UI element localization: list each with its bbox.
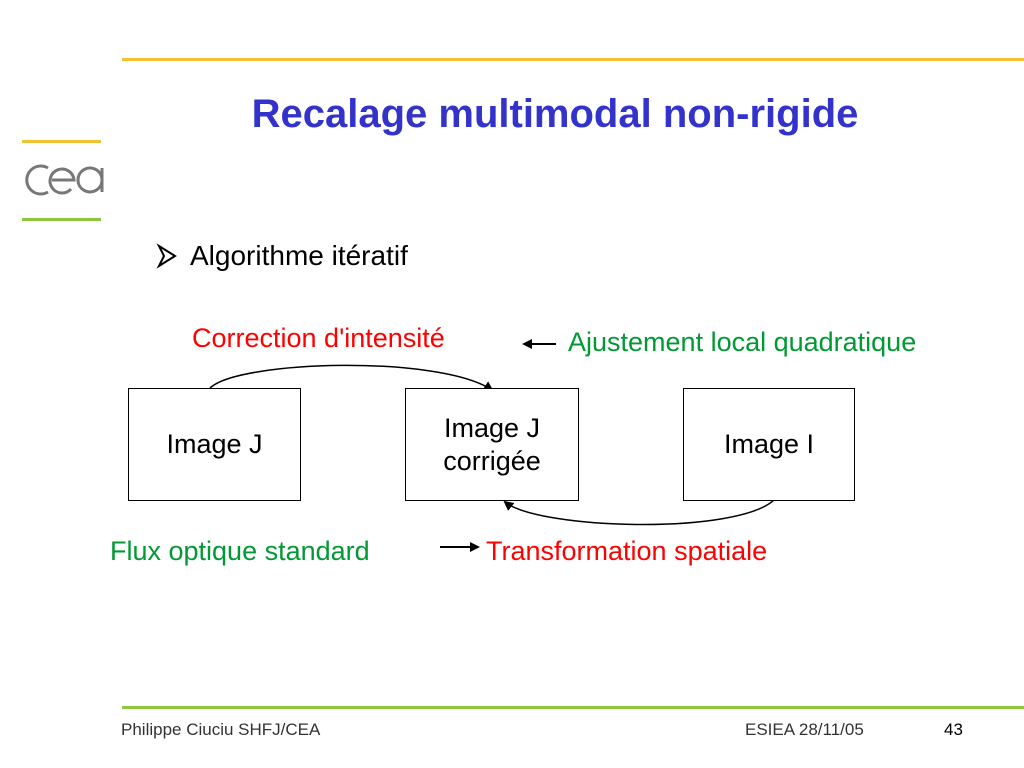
footer-rule: [122, 706, 1024, 709]
box-image-j-corrigee-line1: Image J: [443, 412, 541, 443]
arrowhead-bullet-icon: [156, 243, 177, 269]
box-image-j-corrigee-line2: corrigée: [443, 445, 541, 476]
logo-top-rule: [22, 140, 101, 143]
top-rule: [122, 58, 1024, 61]
label-transformation-spatiale: Transformation spatiale: [486, 536, 768, 566]
footer-author: Philippe Ciuciu SHFJ/CEA: [121, 720, 321, 739]
top-arc-arrow: [209, 364, 494, 392]
footer-event: ESIEA 28/11/05: [745, 720, 864, 739]
bullet-text: Algorithme itératif: [190, 240, 408, 271]
page-number: 43: [944, 720, 963, 739]
logo-bottom-rule: [22, 218, 101, 221]
box-image-i-label: Image I: [723, 429, 815, 459]
bottom-arc-arrow: [503, 498, 776, 526]
box-image-j-label: Image J: [166, 429, 263, 459]
box-image-j: Image J: [128, 388, 301, 501]
box-image-j-corrigee: Image J corrigée: [405, 388, 579, 501]
bullet-item: Algorithme itératif: [156, 240, 408, 272]
label-flux-optique: Flux optique standard: [110, 536, 370, 566]
cea-logo-icon: [25, 164, 104, 196]
slide-title: Recalage multimodal non-rigide: [251, 92, 859, 136]
label-ajustement-local: Ajustement local quadratique: [568, 327, 917, 357]
box-image-i: Image I: [683, 388, 855, 501]
label-correction-intensite: Correction d'intensité: [192, 323, 445, 353]
